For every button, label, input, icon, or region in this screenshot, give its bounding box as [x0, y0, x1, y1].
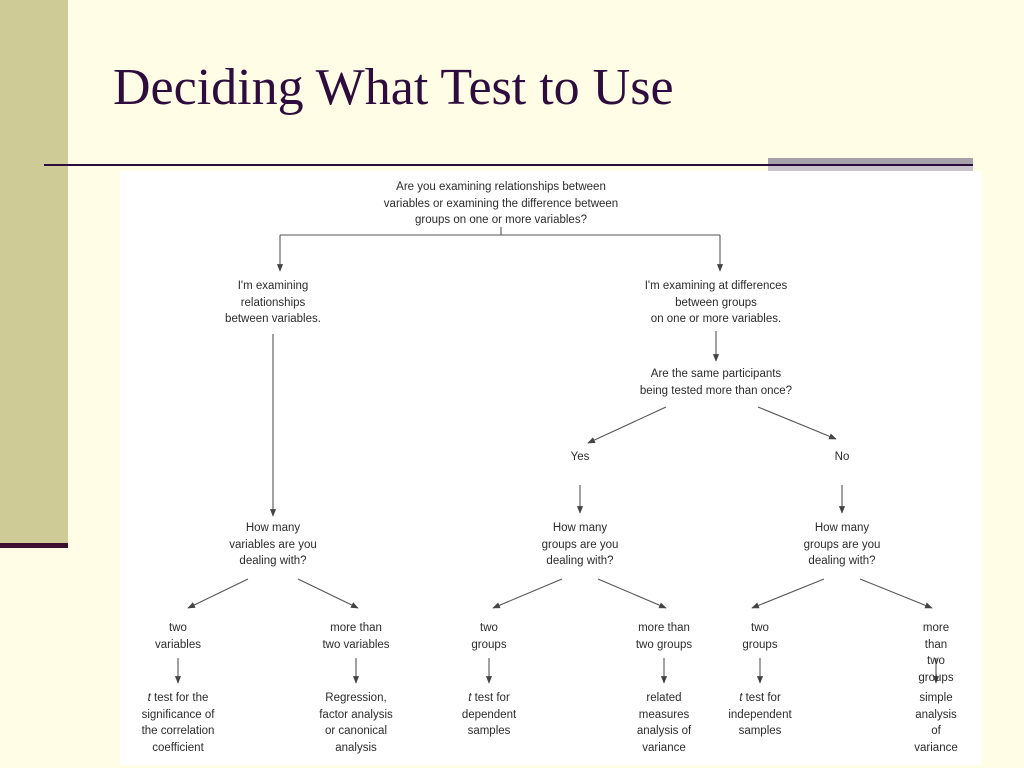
arrow-to-no	[757, 406, 837, 440]
title-rule	[44, 164, 973, 166]
arrow-to-no-more-groups	[859, 578, 933, 609]
dependent-test-text: test for dependent samples	[461, 692, 517, 737]
same-participants-question: Are the same participants being tested m…	[639, 368, 793, 397]
simple-anova-result: simple analysis of variance	[914, 692, 958, 754]
correlation-test-text: test for the significance of the correla…	[141, 692, 215, 754]
flowchart: Are you examining relationships between …	[120, 171, 982, 765]
no-more-than-two-groups: more than two groups	[918, 622, 954, 684]
regression-result: Regression, factor analysis or canonical…	[319, 692, 393, 754]
answer-yes: Yes	[570, 451, 590, 463]
arrow-to-more-variables	[297, 578, 359, 609]
root-question: Are you examining relationships between …	[383, 181, 619, 226]
independent-test-result: t test for independent samples	[728, 690, 791, 740]
sidebar-accent-bar	[0, 543, 68, 548]
flowchart-connectors	[174, 227, 940, 684]
more-than-two-variables: more than two variables	[322, 622, 390, 651]
rel-how-many-variables: How many variables are you dealing with?	[229, 522, 317, 567]
differences-branch: I'm examining at differences between gro…	[644, 280, 788, 325]
independent-test-text: test for independent samples	[728, 692, 792, 737]
t-italic: t	[147, 692, 151, 704]
arrow-to-yes	[587, 406, 667, 444]
correlation-test-result: t test for the significance of the corre…	[142, 690, 215, 756]
arrow-to-yes-two-groups	[492, 578, 563, 609]
yes-two-groups: two groups	[471, 622, 507, 651]
relationships-branch: I'm examining relationships between vari…	[225, 280, 321, 325]
arrow-to-no-two-groups	[751, 578, 825, 609]
slide-sidebar	[0, 0, 68, 545]
no-how-many-groups: How many groups are you dealing with?	[803, 522, 881, 567]
related-measures-result: related measures analysis of variance	[636, 692, 692, 754]
yes-how-many-groups: How many groups are you dealing with?	[541, 522, 619, 567]
arrow-to-two-variables	[187, 578, 249, 609]
title-rule-accent-light	[768, 166, 973, 171]
no-two-groups: two groups	[742, 622, 778, 651]
answer-no: No	[834, 451, 850, 463]
t-italic: t	[468, 692, 472, 704]
t-italic: t	[739, 692, 743, 704]
dependent-test-result: t test for dependent samples	[462, 690, 516, 740]
arrow-to-yes-more-groups	[597, 578, 667, 609]
slide-title: Deciding What Test to Use	[113, 59, 674, 116]
two-variables: two variables	[154, 622, 202, 651]
yes-more-than-two-groups: more than two groups	[635, 622, 693, 651]
title-rule-accent	[768, 158, 973, 164]
